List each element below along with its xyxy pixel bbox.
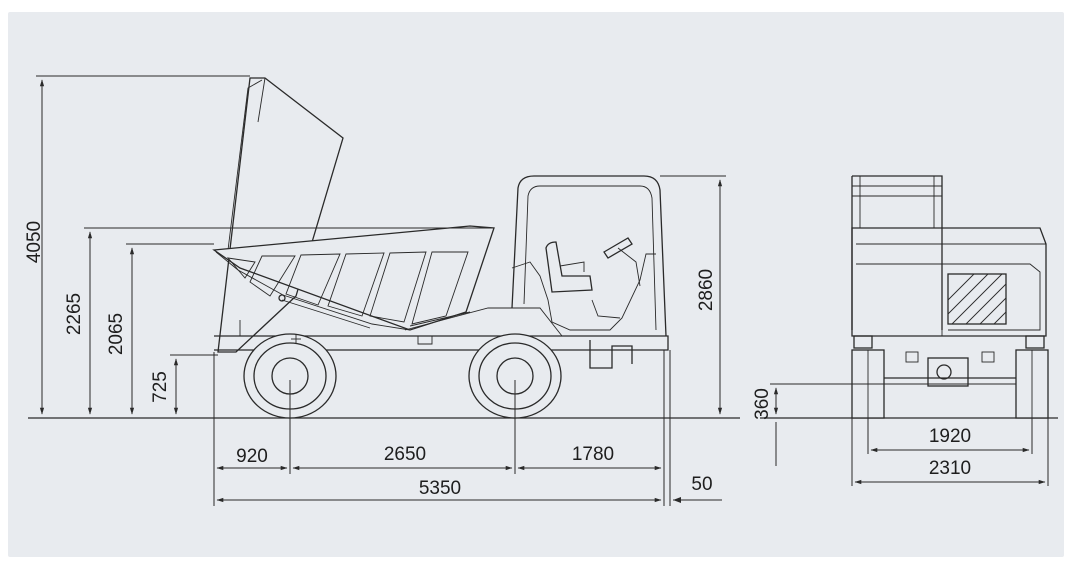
dim-height-2265: 2265: [64, 293, 85, 335]
dim-extra-50: 50: [691, 474, 712, 495]
rops-frame: [511, 175, 667, 337]
dim-overall-width: 2310: [929, 458, 971, 479]
dim-height-725: 725: [150, 371, 171, 403]
differential: [927, 357, 969, 387]
dim-cab-height: 2860: [696, 269, 717, 311]
chassis-frame: [214, 335, 669, 351]
dim-total-length: 5350: [419, 478, 461, 499]
rear-view: [760, 175, 1058, 419]
step: [589, 340, 633, 369]
dim-track-width: 1920: [929, 426, 971, 447]
dim-dump-height: 4050: [24, 221, 45, 263]
skip-ribs: [226, 251, 469, 325]
rear-dimensions: 360 1920 2310: [752, 383, 1049, 486]
dim-ground-clearance: 360: [752, 388, 773, 420]
rear-body: [851, 227, 1047, 337]
hatched-panel: [947, 273, 1007, 325]
side-dimensions: 4050 2265 2065 725 2860 920 2650 1780 53…: [24, 75, 726, 506]
dim-front-overhang: 920: [236, 446, 268, 467]
rear-light-left: [853, 335, 873, 349]
front-wheel: [243, 333, 337, 419]
dim-rear-overhang: 1780: [572, 444, 614, 465]
dim-height-2065: 2065: [106, 313, 127, 355]
dim-wheelbase: 2650: [384, 444, 426, 465]
steering-wheel: [603, 237, 633, 259]
rear-light-right: [1025, 335, 1045, 349]
raised-skip: [217, 77, 344, 353]
side-view: [28, 77, 740, 419]
rear-rops: [852, 175, 943, 330]
seat: [545, 241, 593, 293]
